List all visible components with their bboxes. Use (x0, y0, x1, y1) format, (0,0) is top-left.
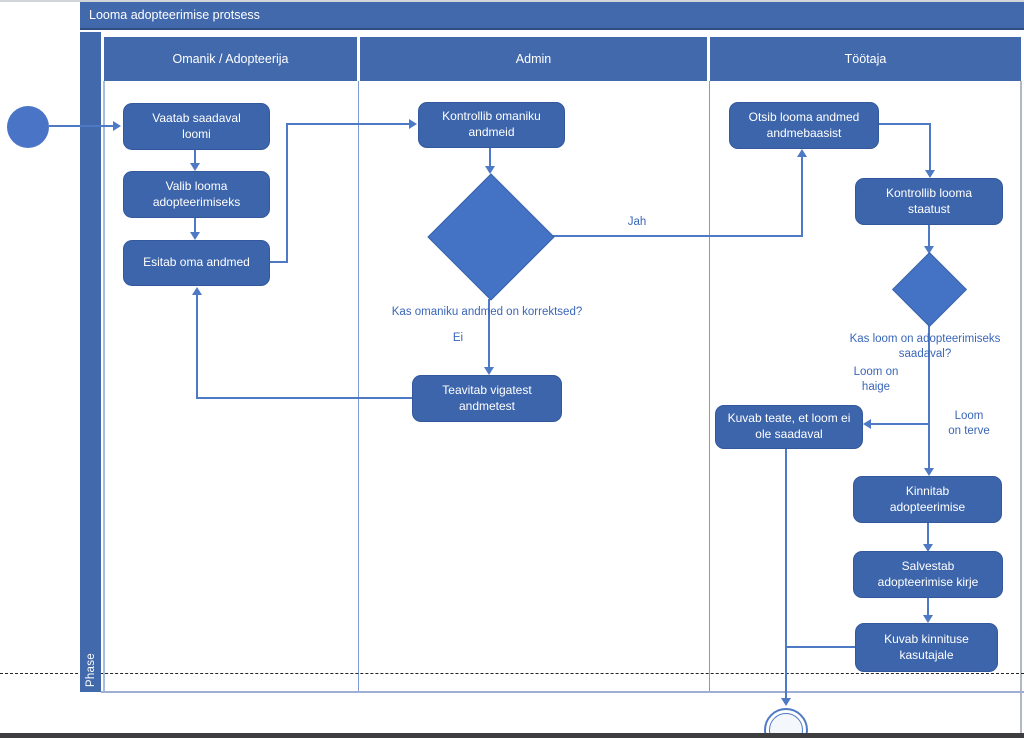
decision-omaniku-andmed[interactable] (427, 173, 555, 301)
connector-decision-jah-seg1[interactable] (551, 235, 803, 237)
connector-otsib-to-kontrollib-seg1[interactable] (879, 123, 931, 125)
task-esitab-oma-andmed[interactable]: Esitab oma andmed (123, 240, 270, 286)
arrowhead (781, 698, 791, 706)
task-label: Kuvab teate, et loom ei ole saadaval (727, 411, 851, 441)
connector-teavitab-to-esitab-seg2[interactable] (196, 293, 198, 399)
connector-teavitab-to-esitab-seg1[interactable] (196, 397, 412, 399)
task-kontrollib-omaniku-andmeid[interactable]: Kontrollib omaniku andmeid (418, 102, 565, 148)
connector-kontrollib-to-decision[interactable] (489, 148, 491, 168)
branch-label-ei[interactable]: Ei (452, 332, 464, 344)
arrowhead (113, 121, 121, 131)
lane-header-admin[interactable]: Admin (360, 37, 707, 81)
task-label: Kontrollib looma staatust (885, 185, 973, 216)
arrowhead (924, 246, 934, 254)
connector-vaatab-to-valib[interactable] (194, 150, 196, 165)
connector-esitab-to-kontrollib-seg1[interactable] (270, 261, 288, 263)
connector-kuvab-kinnituse-merge[interactable] (786, 646, 855, 648)
arrowhead (863, 419, 871, 429)
lane-bottom-border (101, 691, 1024, 693)
task-kinnitab-adopteerimise[interactable]: Kinnitab adopteerimise (853, 476, 1002, 523)
branch-label-loom-on-terve[interactable]: Loom on terve (948, 410, 990, 437)
phase-dashed-separator (0, 673, 1024, 674)
window-bottom-edge (0, 733, 1024, 738)
task-label: Esitab oma andmed (143, 255, 250, 270)
connector-esitab-to-kontrollib-seg3[interactable] (286, 123, 409, 125)
start-event[interactable] (7, 106, 49, 148)
arrowhead (192, 287, 202, 295)
page-right-border (1020, 81, 1022, 733)
connector-esitab-to-kontrollib-seg2[interactable] (286, 123, 288, 263)
lane-separator-2 (708, 81, 710, 692)
connector-kinnitab-to-salvestab[interactable] (927, 523, 929, 546)
arrowhead (190, 232, 200, 240)
task-teavitab-vigatest-andmetest[interactable]: Teavitab vigatest andmetest (412, 375, 562, 422)
decision-loom-saadaval[interactable] (892, 252, 967, 327)
arrowhead (923, 615, 933, 623)
lane-header-label: Töötaja (844, 52, 887, 66)
task-label: Salvestab adopteerimise kirje (877, 558, 979, 589)
connector-staatust-to-decision[interactable] (928, 225, 930, 248)
task-vaatab-saadaval-loomi[interactable]: Vaatab saadaval loomi (123, 103, 270, 150)
task-kuvab-kinnituse-kasutajale[interactable]: Kuvab kinnituse kasutajale (855, 623, 998, 672)
connector-start-to-vaatab[interactable] (49, 125, 114, 127)
arrowhead (923, 544, 933, 552)
arrowhead (924, 468, 934, 476)
task-otsib-looma-andmed[interactable]: Otsib looma andmed andmebaasist (729, 102, 879, 149)
decision-question-omaniku-andmed[interactable]: Kas omaniku andmed on korrektsed? (391, 306, 583, 318)
lane-header-label: Omanik / Adopteerija (172, 52, 289, 66)
decision-question-loom-saadaval[interactable]: Kas loom on adopteerimiseks saadaval? (849, 333, 1001, 360)
branch-label-loom-on-haige[interactable]: Loom on haige (853, 366, 899, 393)
task-label: Kuvab kinnituse kasutajale (884, 631, 969, 662)
branch-label-jah[interactable]: Jah (627, 216, 647, 228)
connector-decision-haige-to-kuvab-teate[interactable] (871, 423, 929, 425)
lane-header-omanik-adopteerija[interactable]: Omanik / Adopteerija (104, 37, 357, 81)
task-valib-looma-adopteerimiseks[interactable]: Valib looma adopteerimiseks (123, 171, 270, 218)
connector-salvestab-to-kuvab-kinnituse[interactable] (927, 598, 929, 616)
connector-decision-ei-to-teavitab[interactable] (488, 299, 490, 369)
diagram-title: Looma adopteerimise protsess (89, 8, 260, 22)
lane-header-label: Admin (515, 52, 552, 66)
connector-valib-to-esitab[interactable] (194, 218, 196, 233)
arrowhead (925, 170, 935, 178)
connector-decision-jah-seg2[interactable] (801, 155, 803, 237)
phase-bar[interactable]: Phase (80, 32, 101, 692)
task-label: Vaatab saadaval loomi (152, 110, 241, 141)
task-kontrollib-looma-staatust[interactable]: Kontrollib looma staatust (855, 178, 1003, 225)
lane-separator-1 (357, 81, 359, 692)
arrowhead (409, 119, 417, 129)
task-label: Kontrollib omaniku andmeid (442, 109, 541, 139)
task-label: Teavitab vigatest andmetest (442, 382, 532, 413)
window-top-edge (0, 0, 1024, 2)
arrowhead (190, 163, 200, 171)
arrowhead (797, 149, 807, 157)
task-label: Valib looma adopteerimiseks (152, 178, 241, 209)
lane-left-border (103, 81, 105, 692)
lane-header-tootaja[interactable]: Töötaja (710, 37, 1021, 81)
task-salvestab-adopteerimise-kirje[interactable]: Salvestab adopteerimise kirje (853, 551, 1003, 598)
arrowhead (484, 367, 494, 375)
connector-decision-terve-to-kinnitab[interactable] (928, 324, 930, 469)
connector-kuvab-teate-to-end[interactable] (785, 449, 787, 699)
task-kuvab-teate-loom-ei-saadaval[interactable]: Kuvab teate, et loom ei ole saadaval (715, 405, 863, 449)
arrowhead (485, 166, 495, 174)
phase-label: Phase (84, 652, 97, 687)
task-label: Otsib looma andmed andmebaasist (748, 109, 860, 140)
diagram-title-bar[interactable]: Looma adopteerimise protsess (80, 2, 1024, 30)
connector-otsib-to-kontrollib-seg2[interactable] (929, 123, 931, 171)
task-label: Kinnitab adopteerimise (889, 483, 966, 514)
